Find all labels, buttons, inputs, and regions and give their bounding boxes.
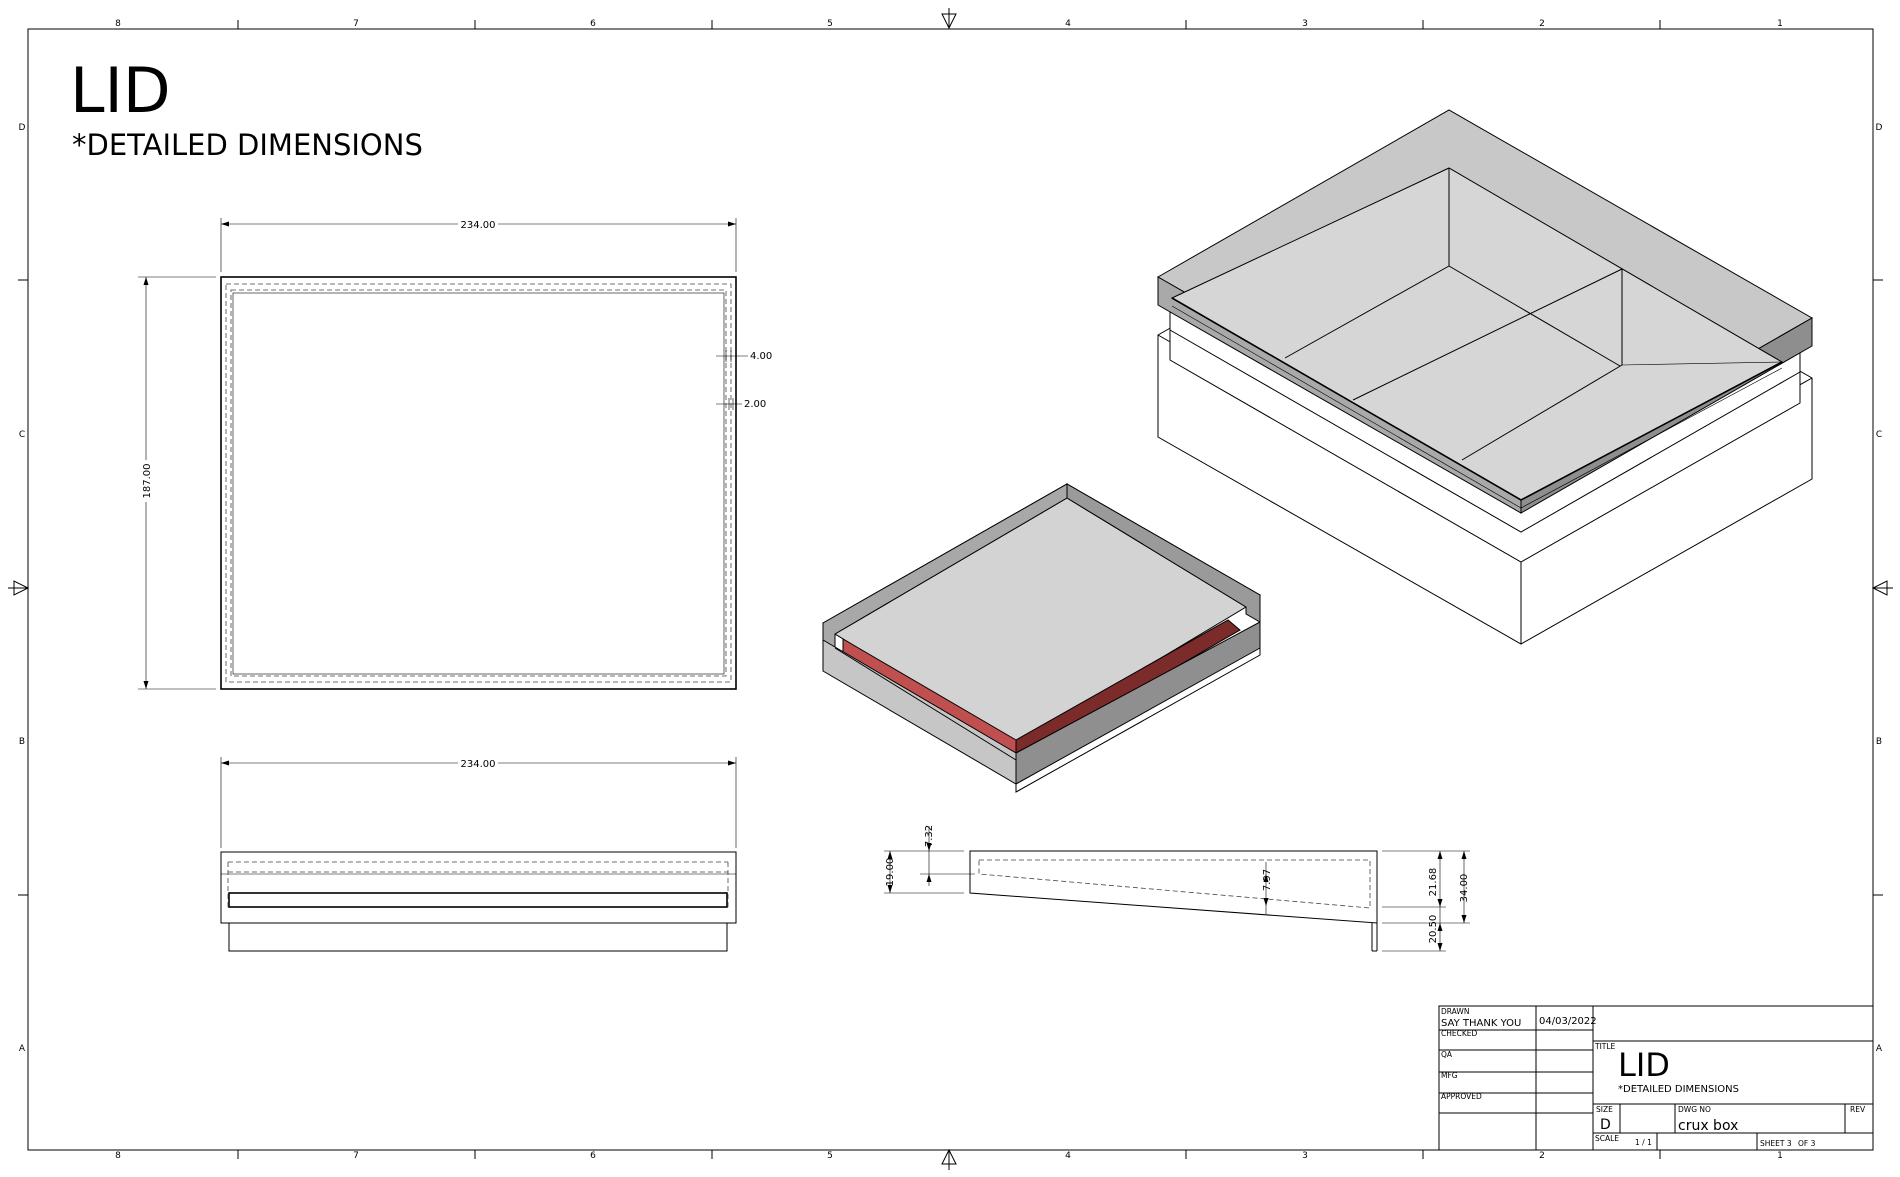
tb-sheet-of: OF 3 xyxy=(1798,1139,1816,1148)
zone-col-6: 6 xyxy=(590,19,596,29)
zone-col-8: 8 xyxy=(115,19,121,29)
tb-drawn-date: 04/03/2022 xyxy=(1539,1016,1597,1027)
zone-col-7: 7 xyxy=(353,19,359,29)
zone-labels-bottom: 8 7 6 5 4 3 2 1 xyxy=(115,1151,1783,1161)
zone-col-3: 3 xyxy=(1302,19,1308,29)
tb-qa-label: QA xyxy=(1441,1050,1453,1059)
dim-side-inner-drop: 7.97 xyxy=(1262,869,1273,891)
tb-approved-label: APPROVED xyxy=(1441,1092,1482,1101)
dim-side-right-lower: 20.50 xyxy=(1428,915,1439,944)
tb-drawn-by: SAY THANK YOU xyxy=(1441,1018,1521,1029)
zone-row-b: B xyxy=(19,737,25,747)
svg-text:5: 5 xyxy=(827,1151,833,1161)
zone-ticks xyxy=(8,8,1893,1170)
svg-text:6: 6 xyxy=(590,1151,596,1161)
dim-top-height: 187.00 xyxy=(142,464,153,499)
dim-inset-outer: 4.00 xyxy=(750,351,772,362)
tb-dwg-no: crux box xyxy=(1678,1118,1738,1134)
zone-row-c: C xyxy=(19,430,25,440)
svg-text:3: 3 xyxy=(1302,1151,1308,1161)
dim-inset-inner: 2.00 xyxy=(744,399,766,410)
title-block: DRAWN SAY THANK YOU 04/03/2022 CHECKED Q… xyxy=(1438,1005,1874,1151)
svg-text:7: 7 xyxy=(353,1151,359,1161)
svg-text:4: 4 xyxy=(1065,1151,1071,1161)
sheet-border xyxy=(27,28,1874,1151)
side-view: 19.00 7.32 7.97 21.68 20.50 34.00 xyxy=(884,825,1470,952)
zone-labels-top: 8 7 6 5 4 3 2 1 xyxy=(115,19,1783,29)
tb-checked-label: CHECKED xyxy=(1441,1029,1478,1038)
sheet-title: LID xyxy=(70,54,171,127)
box-iso-view xyxy=(1156,109,1814,645)
sheet-subtitle: *DETAILED DIMENSIONS xyxy=(72,128,423,162)
zone-col-2: 2 xyxy=(1539,19,1545,29)
tb-size-label: SIZE xyxy=(1596,1105,1613,1114)
tb-subtitle: *DETAILED DIMENSIONS xyxy=(1618,1084,1739,1095)
dim-front-width: 234.00 xyxy=(461,759,496,770)
dim-top-width: 234.00 xyxy=(461,220,496,231)
dim-side-step: 7.32 xyxy=(924,825,935,847)
dim-side-right-upper: 21.68 xyxy=(1428,868,1439,897)
zone-col-5: 5 xyxy=(827,19,833,29)
front-view: 234.00 xyxy=(220,756,737,952)
tb-title-label: TITLE xyxy=(1594,1042,1616,1051)
tb-mfg-label: MFG xyxy=(1441,1071,1458,1080)
zone-labels-rows: D C B A D C B A xyxy=(19,123,1883,1054)
tb-scale: 1 / 1 xyxy=(1635,1138,1652,1147)
dim-side-left-height: 19.00 xyxy=(885,858,896,887)
tb-scale-label: SCALE xyxy=(1595,1134,1619,1143)
svg-text:C: C xyxy=(1876,430,1882,440)
zone-row-d: D xyxy=(19,123,26,133)
tb-dwg-no-label: DWG NO xyxy=(1678,1105,1711,1114)
svg-text:8: 8 xyxy=(115,1151,121,1161)
dim-side-right-total: 34.00 xyxy=(1459,874,1470,903)
svg-text:A: A xyxy=(1876,1044,1883,1054)
tb-title: LID xyxy=(1618,1046,1670,1084)
zone-col-4: 4 xyxy=(1065,19,1071,29)
svg-text:B: B xyxy=(1876,737,1882,747)
tb-size: D xyxy=(1600,1117,1611,1133)
tb-drawn-label: DRAWN xyxy=(1441,1007,1469,1016)
tb-rev-label: REV xyxy=(1850,1105,1866,1114)
top-view: 234.00 187.00 4.00 2.00 xyxy=(138,217,772,690)
zone-row-a: A xyxy=(19,1044,26,1054)
svg-text:1: 1 xyxy=(1777,1151,1783,1161)
zone-col-1: 1 xyxy=(1777,19,1783,29)
svg-text:2: 2 xyxy=(1539,1151,1545,1161)
tb-sheet-label: SHEET 3 xyxy=(1760,1139,1792,1148)
svg-text:D: D xyxy=(1876,123,1883,133)
lid-iso-view xyxy=(821,483,1262,793)
